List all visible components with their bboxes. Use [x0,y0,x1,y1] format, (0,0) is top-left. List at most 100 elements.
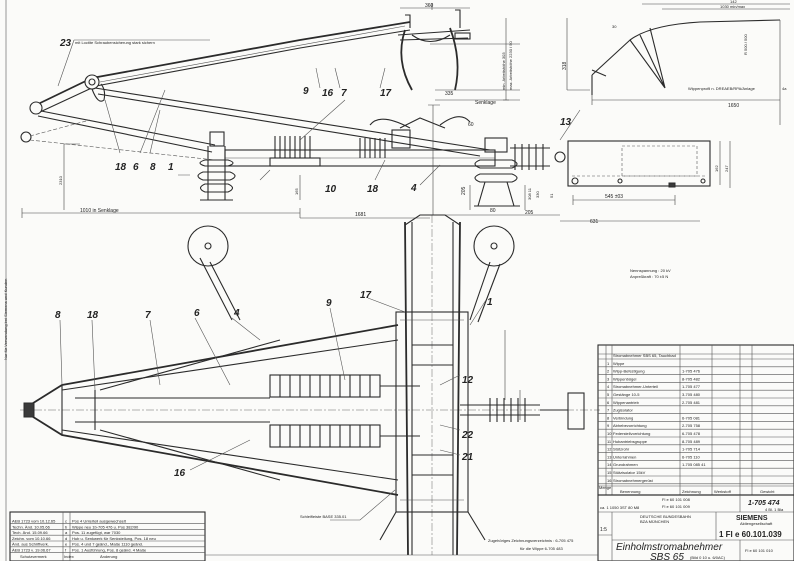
dim-senklage: Senklage [475,100,496,106]
ref-3: Fl e 60 101 010 [745,548,774,553]
revision-idx: b [65,524,68,529]
revision-ref: ÄEB 1723 v. 19.06.67 [12,548,51,553]
revision-ref: Änd. aus Schriftverk. [12,542,49,547]
ref-1: Fl e 60 101 008 [662,497,691,502]
label-part-13: 13 [560,117,572,128]
collector-head-side [397,9,471,91]
parts-list-pos: 1 [607,361,610,366]
label-part-6: 6 [133,162,139,173]
horizontal-insulator-plan [460,392,585,430]
company-sub: Aktiengesellschaft [740,521,773,526]
contact-strip-profile-view: 318 1650 142 1030 min/max R 500 / 500 30… [562,0,790,125]
plan-view: 8 18 7 6 4 9 17 1 12 22 21 16 Schleiflei… [20,214,600,556]
spring-side [269,136,386,167]
parts-list-pos: 10 [607,431,612,436]
note-side-margin: Nur für Verwendung bei Siemens und Kunde… [3,279,8,360]
revision-text: Pos. 4 und 7 geänd., Maße 1110 geänd. [72,542,143,547]
dim-1030: 1030 min/max [720,4,745,9]
parts-header-menge: Menge [599,485,612,490]
ref-2: Fl e 60 101 009 [662,504,691,509]
label-part-7: 7 [341,88,347,99]
dim-51: 51 [549,193,554,198]
label-part-9: 9 [303,86,309,97]
revision-row: Änd. aus Schriftverk. e Pos. 4 und 7 geänd… [10,542,205,548]
drawing-title: Einholmstromabnehmer [616,542,723,553]
drawing-subtitle: (Bild 0 10 u. 6/0AC) [690,555,726,560]
note-contact-force: Anpreßkraft : 70 ±5 N [630,274,668,279]
parts-list-pos: 2 [607,369,610,374]
parts-list-pos: 12 [607,447,612,452]
parts-list-name: Gestänge 10-5 [613,392,640,397]
dim-330: 330 [535,191,540,198]
dim-360: 360 [425,3,434,9]
plan-label-part-1: 1 [487,297,493,308]
revision-ref: Techn. Änd. 10.05.66 [12,524,51,529]
horizontal-insulator-side [510,144,566,170]
plan-label-part-21: 21 [461,452,474,463]
support-insulator-left [197,131,236,201]
note-loctite: mit Loctite Schraubensicherung stark sic… [75,40,155,45]
revision-text: Pos. 1 Ausführung, Pos. 8 geänd. 4 Maße [72,548,147,553]
parts-list-nr: 1-705 476 [682,369,701,374]
plan-label-part-6: 6 [194,308,200,319]
springs-plan [269,374,420,448]
parts-list-pos: 7 [607,408,610,413]
parts-list-name: Stromabnehmergerüst [613,478,654,483]
label-part-18b: 18 [367,184,379,195]
parts-list-nr: 6-705 110 [682,454,700,459]
parts-list-name: Hubantriebsgruppe [613,439,648,444]
parts-list-nr: 3-705 480 [682,392,701,397]
parts-list-nr: 6-705 081 [682,415,701,420]
revisions-header-aenderung: Änderung [100,554,117,559]
plan-label-part-12: 12 [462,375,474,386]
parts-list-pos: 8 [607,415,610,420]
note-wippenprofil: Wippenprofil n. DREAEB/RPA/Anlage [688,86,756,91]
revision-text: Wippe neu 1b-705 476 u. Pos 382/90 [72,524,139,529]
parts-list-name: Federstellvorrichtung [613,431,650,436]
revisions-header-schutz: Schutzvermerk [20,554,47,559]
revision-ref: Zeichn. vom 10.10.66 [12,536,51,541]
parts-header-gewicht: Gewicht [760,489,775,494]
drive-box-side [567,140,711,188]
dim-60: 60 [468,122,474,128]
parts-list-name: Unterrahmen [613,454,636,459]
note-nominal-voltage: Nennspannung : 20 kV [630,268,671,273]
label-part-10: 10 [325,184,337,195]
sheet-number: 4 Bl. 1 Bla [765,507,784,512]
dim-4a: 4a [782,86,787,91]
revision-text: Pos 4 Unterteil ausgewechselt [72,519,127,524]
knee-joint [29,101,43,115]
parts-header-werkstoff: Werkstoff [714,489,732,494]
revision-ref: Tech. Änd. 15.09.66 [12,530,48,535]
revision-idx: e [65,542,68,547]
dim-205-vertical: 205 [461,186,467,195]
parts-list-pos: 9 [607,423,610,428]
dim-142: 142 [730,0,737,4]
parts-header-benennung: Benennung [620,489,640,494]
note-schleifleiste: Schleifleiste BASE 335.01 [300,514,347,519]
dim-1650: 1650 [728,103,739,109]
customer-name: DEUTSCHE BUNDESBAHN [640,514,691,519]
parts-list-name: Stützisolator 15kV [613,470,646,475]
parts-list-name: Grundrahmen [613,462,638,467]
dim-r500: R 500 / 500 [743,34,748,55]
parts-list-name: Wipp-Befestigung [613,369,645,374]
parts-list-name: Abhebevorrichtung [613,423,647,428]
note-related-drawings: Zugehöriges Zeichnungsverzeichnis : 6-70… [488,538,574,543]
parts-list-pos: 5 [607,392,610,397]
parts-list-nr: 2-705 481 [682,400,701,405]
